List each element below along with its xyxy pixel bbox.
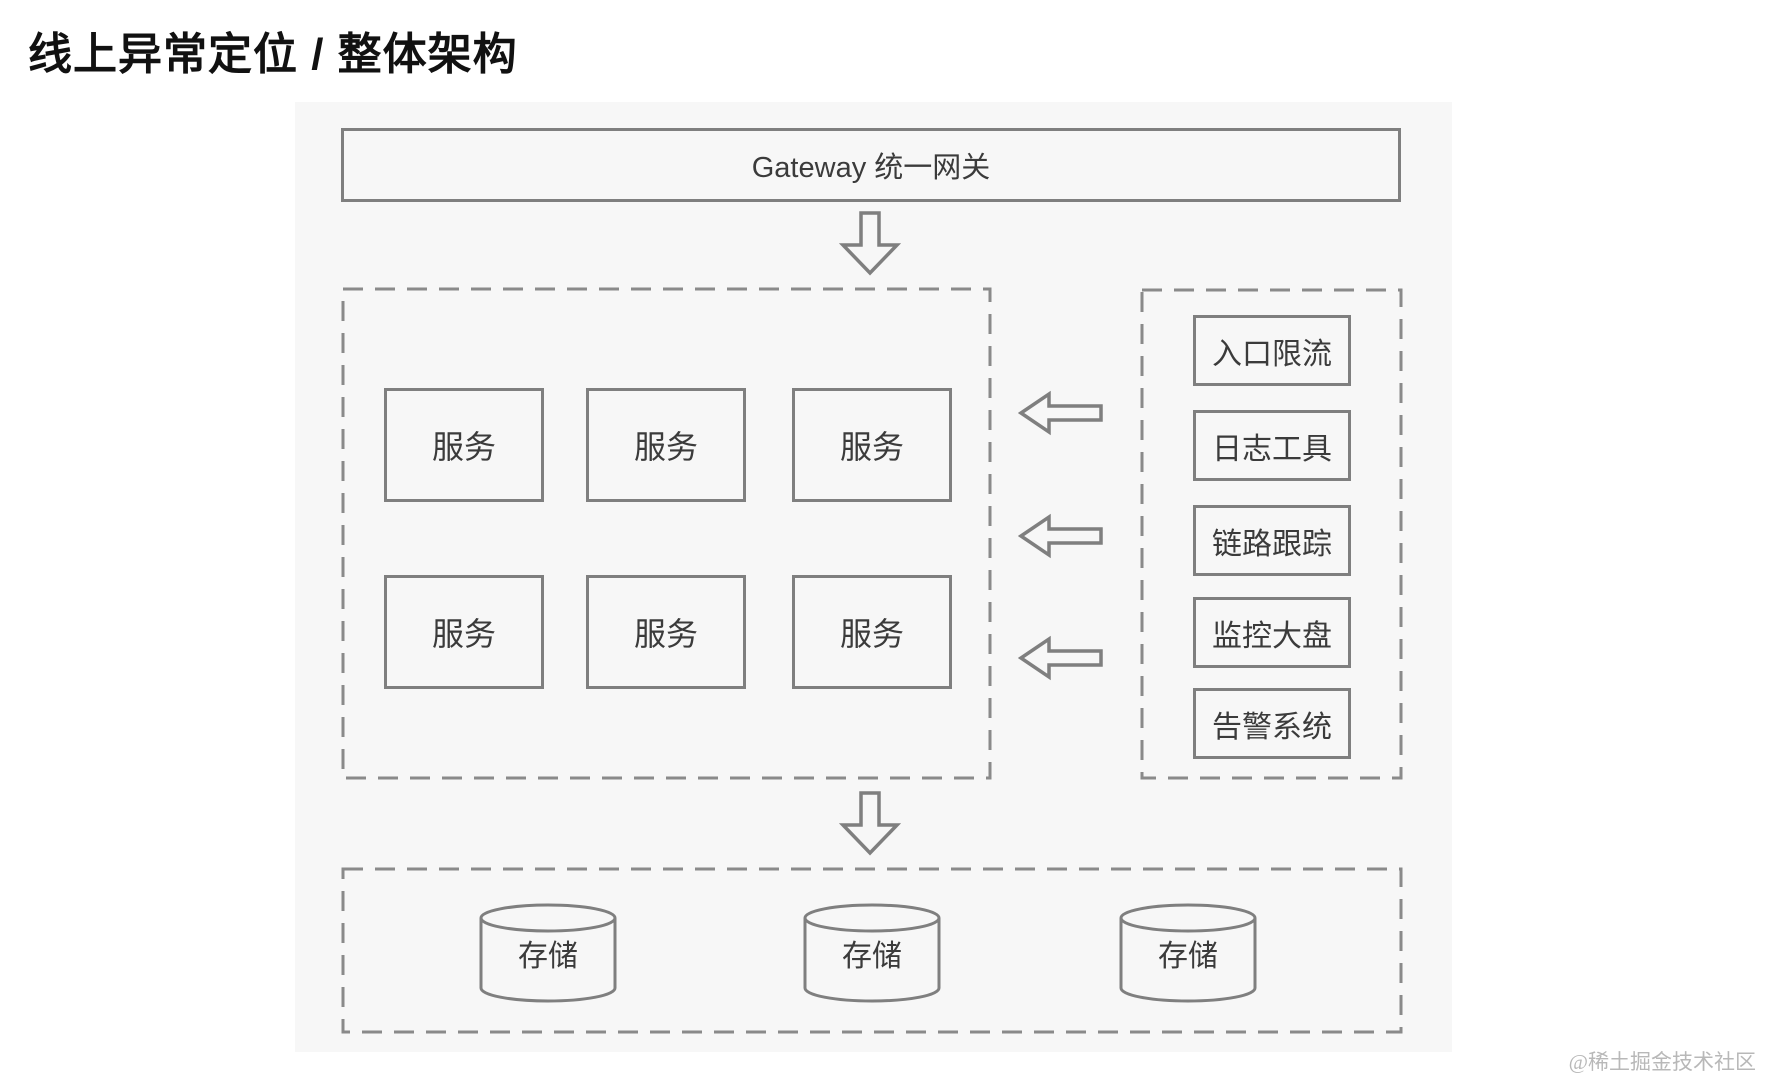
tools-cluster-dashed-border [1140,288,1403,780]
cylinder-icon [803,903,941,1003]
service-box: 服务 [792,388,952,502]
storage-label: 存储 [518,940,578,973]
down-arrow-icon [838,790,902,861]
tool-label: 日志工具 [1212,432,1332,466]
down-arrow-icon [838,210,902,281]
service-box: 服务 [586,388,746,502]
services-cluster-dashed-border [341,287,992,780]
storage-cylinder: 存储 [1116,901,1260,1005]
gateway-box: Gateway 统一网关 [341,128,1401,202]
tool-label: 入口限流 [1212,337,1332,371]
page-title: 线上异常定位 / 整体架构 [28,30,518,79]
storage-cluster: 存储 存储 存储 [341,867,1403,1034]
service-label: 服务 [633,616,698,652]
tool-box-alerting: 告警系统 [1193,688,1351,759]
service-label: 服务 [839,616,904,652]
service-label: 服务 [431,429,496,465]
service-label: 服务 [839,429,904,465]
tool-box-monitoring: 监控大盘 [1193,597,1351,668]
left-arrow-icon [1017,635,1104,686]
tool-box-logging: 日志工具 [1193,410,1351,481]
watermark: @稀土掘金技术社区 [1568,1050,1756,1074]
storage-label: 存储 [842,940,902,973]
tool-label: 链路跟踪 [1212,527,1332,561]
storage-label: 存储 [1158,940,1218,973]
service-label: 服务 [431,616,496,652]
tool-label: 告警系统 [1212,710,1332,744]
gateway-label: Gateway 统一网关 [751,152,991,184]
storage-cluster-dashed-border [341,867,1403,1034]
service-box: 服务 [384,388,544,502]
service-box: 服务 [792,575,952,689]
cylinder-icon [1119,903,1257,1003]
storage-cylinder: 存储 [800,901,944,1005]
services-cluster: 服务 服务 服务 服务 服务 服务 [341,287,992,780]
tool-label: 监控大盘 [1212,619,1332,653]
tool-box-rate-limit: 入口限流 [1193,315,1351,386]
tool-box-tracing: 链路跟踪 [1193,505,1351,576]
tools-cluster: 入口限流 日志工具 链路跟踪 监控大盘 告警系统 [1140,288,1403,780]
left-arrow-icon [1017,390,1104,441]
storage-cylinder: 存储 [476,901,620,1005]
service-label: 服务 [633,429,698,465]
service-box: 服务 [384,575,544,689]
left-arrow-icon [1017,513,1104,564]
service-box: 服务 [586,575,746,689]
cylinder-icon [479,903,617,1003]
